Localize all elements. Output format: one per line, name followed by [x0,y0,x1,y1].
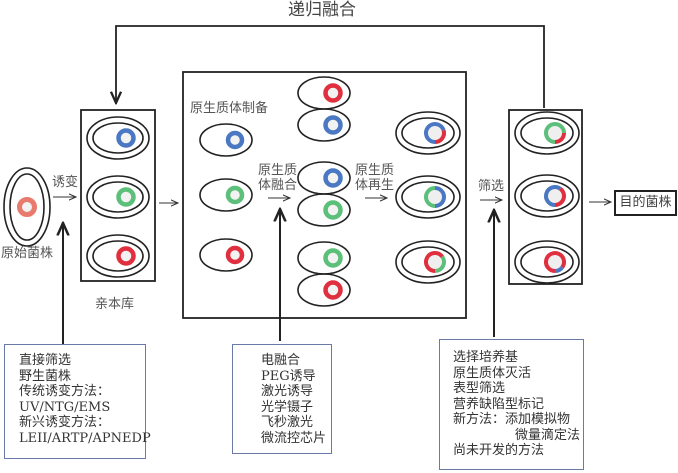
genome-ring-segment [554,265,564,273]
screened-cell-inner-wall [520,117,574,149]
genome-ring [225,130,245,150]
screening-method-item: 微量滴定法 [515,427,581,443]
genome-ring-segment [424,251,444,273]
target-strain-box: 目的菌株 [614,190,677,216]
label-protoplast-regeneration-line2: 体再生 [355,178,395,193]
mutation-method-item: 新兴诱变方法： [19,415,111,430]
fusion-method-item: 飞秒激光 [261,415,314,430]
genome-core [546,124,564,142]
regenerated-cell-inner-wall [401,181,455,213]
cells-layer [3,76,580,307]
genome-ring-segment [434,255,446,273]
fusion-method-item: 激光诱导 [261,384,314,399]
screened-cell-outer-wall [514,111,580,155]
genome-ring [323,280,343,300]
genome-core [546,253,564,271]
genome-ring [323,168,343,188]
mutation-method-item: UV/NTG/EMS [19,399,111,415]
regenerated-cell-inner-wall [401,117,455,149]
screening-method-item: 尚未开发的方法 [453,443,545,458]
parent-library-cell-outer-wall [86,234,150,278]
genome-ring [116,128,136,148]
genome-core [426,253,444,271]
screening-method-item: 新方法：添加模拟物 [453,412,571,427]
parent-library-cell-outer-wall [86,175,150,219]
parent-library-cell-inner-wall [92,122,144,154]
original-strain-cell-outer-wall [3,167,51,247]
genome-ring [225,185,245,205]
label-protoplast-preparation: 原生质体制备 [190,101,269,116]
genome-core [426,124,444,142]
fusing-protoplast-cell [297,108,351,142]
genome-ring [225,245,245,265]
mutation-method-item: LEII/ARTP/APNEDP [19,430,151,446]
screened-cell-outer-wall [514,174,580,218]
fusion-method-item: 光学镊子 [261,399,314,415]
fusion-method-item: 电融合 [261,353,301,368]
regenerated-cell-outer-wall [395,111,461,155]
protoplast-cell [199,238,253,272]
fusion-methods-box: 电融合 PEG诱导 激光诱导 光学镊子 飞秒激光 微流控芯片 [232,344,332,454]
mutation-method-item: 传统诱变方法： [19,384,111,399]
screened-library-box [508,109,583,285]
parent-library-cell-inner-wall [92,240,144,272]
label-mutagenesis: 诱变 [52,175,79,190]
genome-core [546,187,564,205]
label-screening: 筛选 [478,179,505,194]
regenerated-cell-outer-wall [395,175,461,219]
genome-ring-segment [434,186,446,208]
protoplast-cell [199,123,253,157]
genome-ring-segment [554,132,566,144]
genome-ring [323,115,343,135]
screened-cell-inner-wall [520,246,574,278]
fusing-protoplast-cell [297,273,351,307]
screening-method-item: 营养缺陷型标记 [453,396,545,412]
mutation-method-item: 野生菌株 [19,368,72,384]
screening-methods-box: 选择培养基 原生质体灭活 表型筛选 营养缺陷型标记 新方法：添加模拟物 微量滴定… [439,339,584,470]
mutation-method-item: 直接筛选 [19,353,72,368]
label-original-strain: 原始菌株 [1,246,54,261]
parent-library-cell-inner-wall [92,181,144,213]
screened-cell-inner-wall [520,180,574,212]
label-protoplast-fusion-line1: 原生质 [258,163,298,178]
parent-library-cell-outer-wall [86,116,150,160]
fusing-protoplast-cell [297,193,351,227]
genome-ring-segment [424,122,446,144]
screening-method-item: 原生质体灭活 [453,365,532,381]
genome-ring-segment [434,129,446,144]
label-protoplast-regeneration: 原生质 体再生 [355,163,394,193]
label-protoplast-fusion-line2: 体融合 [258,178,298,193]
genome-ring [323,83,343,103]
genome-ring [323,200,343,220]
genome-ring [116,246,136,266]
label-protoplast-regeneration-line1: 原生质 [355,163,395,178]
mutation-methods-box: 直接筛选 野生菌株 传统诱变方法： UV/NTG/EMS 新兴诱变方法： LEI… [4,344,151,459]
genome-ring-segment [554,187,566,207]
diagram-title: 递归融合 [288,0,356,20]
genome-core [426,188,444,206]
screened-cell-outer-wall [514,240,580,284]
genome-ring [17,197,37,217]
original-strain-cell-inner-wall [9,173,45,241]
genome-ring [323,248,343,268]
genome-ring-segment [424,186,436,208]
recursive-loop-line [116,25,545,108]
fusion-method-item: 微流控芯片 [261,430,327,446]
screening-method-item: 表型筛选 [453,381,506,396]
label-protoplast-fusion: 原生质 体融合 [258,163,297,193]
label-parent-library: 亲本库 [95,297,135,312]
genome-ring-segment [544,122,566,144]
genome-ring-segment [544,251,566,273]
screening-method-item: 选择培养基 [453,350,519,365]
regenerated-cell-inner-wall [401,246,455,278]
parent-library-box [80,109,156,282]
regenerated-cell-outer-wall [395,240,461,284]
fusion-process-box [182,71,467,319]
fusion-method-item: PEG诱导 [261,368,316,384]
genome-ring [116,187,136,207]
genome-ring-segment [544,185,562,207]
protoplast-cell [199,178,253,212]
